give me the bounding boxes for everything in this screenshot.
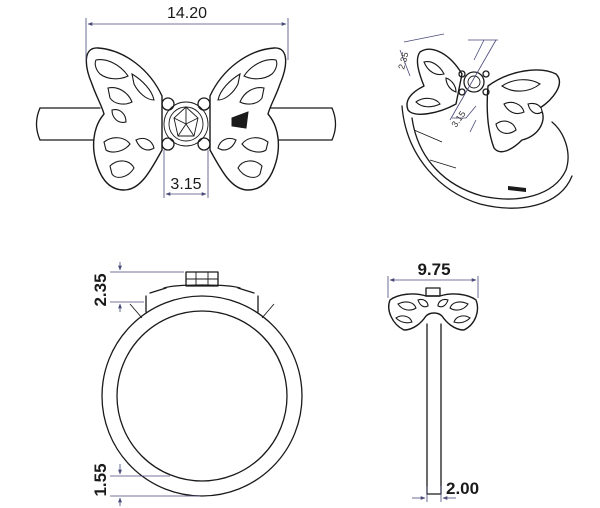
iso-a-label: 2.35 xyxy=(396,51,410,71)
iso-stone xyxy=(458,70,490,96)
right-wing xyxy=(209,47,287,191)
front-head-dimension: 2.35 xyxy=(91,262,184,312)
side-band-label: 2.00 xyxy=(446,479,479,498)
front-ring xyxy=(101,271,303,497)
left-wing xyxy=(85,47,163,191)
top-stone-label: 3.15 xyxy=(170,176,201,193)
front-band-dimension: 1.55 xyxy=(91,463,200,506)
front-head-label: 2.35 xyxy=(91,273,110,306)
center-stone xyxy=(161,97,211,151)
isometric-view: 2.35 3.15 xyxy=(396,33,573,209)
side-wings xyxy=(388,287,479,331)
iso-right-wing xyxy=(486,69,561,153)
top-width-dimension: 14.20 xyxy=(85,5,289,60)
front-view: 2.35 1.55 xyxy=(91,262,303,506)
top-stone-dimension: 3.15 xyxy=(163,150,209,198)
side-view: 9.75 2.00 xyxy=(387,260,479,502)
iso-left-wing xyxy=(406,48,463,115)
top-width-label: 14.20 xyxy=(167,5,207,22)
iso-band xyxy=(401,105,573,209)
side-width-dimension: 9.75 xyxy=(387,260,479,298)
side-width-label: 9.75 xyxy=(417,260,450,279)
front-band-label: 1.55 xyxy=(91,463,110,496)
top-view: 14.20 3.15 xyxy=(35,5,337,198)
top-view-band xyxy=(35,107,337,141)
side-band-dimension: 2.00 xyxy=(412,479,479,502)
iso-b-label: 3.15 xyxy=(449,109,467,129)
side-shank xyxy=(426,323,442,495)
